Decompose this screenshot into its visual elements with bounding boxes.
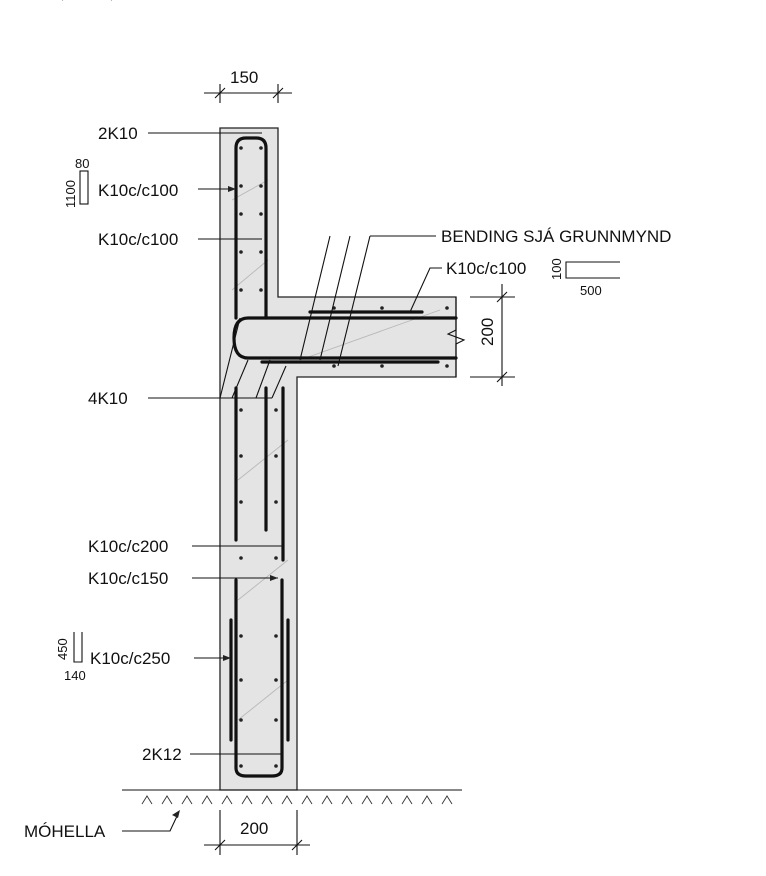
top-dimension-label: 150 <box>230 68 258 87</box>
top-dimension <box>204 84 292 103</box>
lower-stirrup-shape <box>73 632 83 663</box>
slab-hook-width: 500 <box>580 283 602 298</box>
label-wall-bar-150: K10c/c150 <box>88 569 168 588</box>
bottom-dimension-label: 200 <box>240 819 268 838</box>
bottom-dimension <box>204 810 310 855</box>
slab-dimension <box>470 284 515 386</box>
upper-stirrup-height: 1100 <box>63 180 78 208</box>
arrow-wall-bar-150 <box>270 575 278 581</box>
upper-stirrup-shape <box>79 170 89 205</box>
arrow-stirrup-upper <box>228 186 236 192</box>
corner-bar-rays <box>219 317 287 399</box>
ground-hatch <box>141 795 453 805</box>
label-top-bars: 2K10 <box>98 124 138 143</box>
concrete-hatch <box>231 179 441 721</box>
slab-loop-bar <box>232 316 458 360</box>
upper-stirrup-width: 80 <box>75 156 89 171</box>
label-wall-bar-200: K10c/c200 <box>88 537 168 556</box>
lower-stirrup-width: 140 <box>64 668 86 683</box>
bending-note-rays <box>299 235 371 367</box>
label-wall-bar-250: K10c/c250 <box>90 649 170 668</box>
bottom-u-bar <box>234 578 284 778</box>
upper-stirrup-bar <box>234 136 268 320</box>
label-slab-bar: K10c/c100 <box>446 259 526 278</box>
concrete-section <box>219 127 457 791</box>
arrow-foundation <box>172 810 180 818</box>
label-bending-note: BENDING SJÁ GRUNNMYND <box>441 227 671 246</box>
slab-hook-shape <box>565 261 620 279</box>
slab-hook-height: 100 <box>549 258 564 280</box>
label-stirrup-upper: K10c/c100 <box>98 181 178 200</box>
arrow-wall-bar-250 <box>223 655 231 661</box>
bar-dots <box>239 146 449 768</box>
lower-stirrup-height: 450 <box>55 638 70 660</box>
label-foundation: MÓHELLA <box>24 822 106 841</box>
slab-dimension-label: 200 <box>478 318 497 346</box>
leader-foundation <box>122 813 179 832</box>
slab-break-line <box>446 297 466 377</box>
label-stirrup-upper-sub: K10c/c100 <box>98 230 178 249</box>
label-corner-bars: 4K10 <box>88 389 128 408</box>
leader-slab-bar <box>409 267 442 313</box>
label-bottom-bars: 2K12 <box>142 745 182 764</box>
